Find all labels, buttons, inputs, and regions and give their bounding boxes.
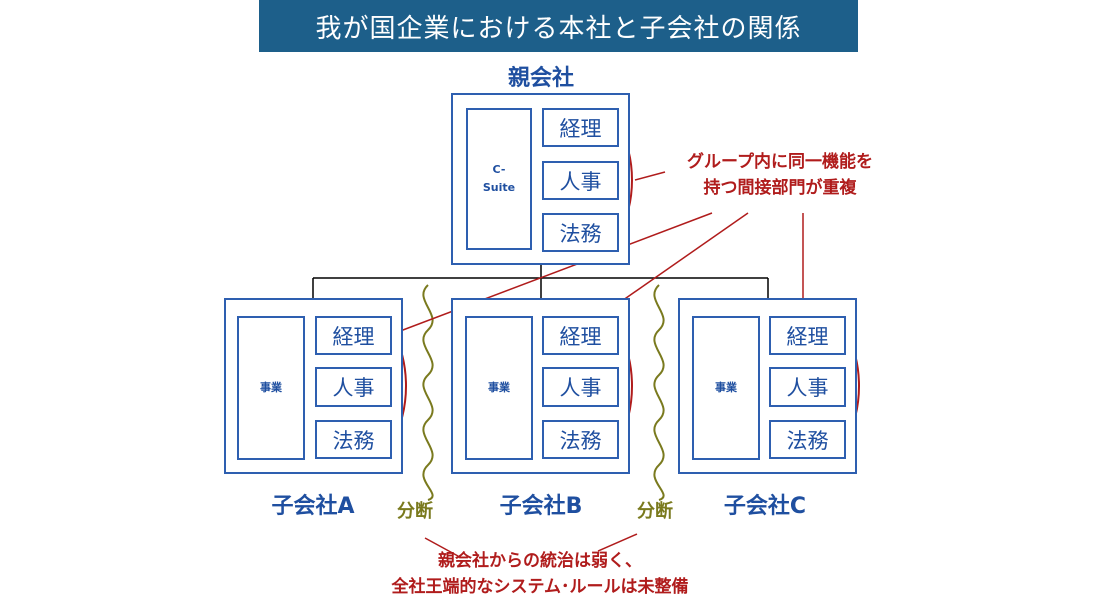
split-squiggle-2 [653, 284, 665, 501]
split-label-1: 分断 [397, 501, 433, 522]
governance-callout-line-1: 親会社からの統治は弱く、 [438, 551, 642, 571]
subsidiary-a-box: 事業 経理 人事 法務 [224, 298, 403, 474]
governance-callout: 親会社からの統治は弱く、 全社王端的なシステム･ルールは未整備 [340, 548, 740, 600]
duplication-callout-line-2: 持つ間接部門が重複 [703, 178, 857, 198]
subsidiary-a-label: 子会社A [271, 494, 355, 519]
subsidiary-b-unit-box: 事業 [465, 316, 533, 460]
subsidiary-b-box: 事業 経理 人事 法務 [451, 298, 630, 474]
c-suite-label: C-Suite [482, 163, 516, 194]
parent-company-box: C-Suite 経理 人事 法務 [451, 93, 630, 265]
parent-company-label: 親会社 [507, 66, 574, 91]
subsidiary-c-dept-hr: 人事 [769, 367, 846, 407]
parent-dept-legal: 法務 [542, 213, 619, 252]
callout-line-split-2 [597, 533, 638, 552]
subsidiary-c-label: 子会社C [723, 494, 807, 519]
diagram-title: 我が国企業における本社と子会社の関係 [259, 0, 858, 52]
governance-callout-line-2: 全社王端的なシステム･ルールは未整備 [391, 577, 689, 597]
duplication-callout-line-1: グループ内に同一機能を [687, 152, 873, 172]
subsidiary-c-box: 事業 経理 人事 法務 [678, 298, 857, 474]
subsidiary-c-unit-box: 事業 [692, 316, 760, 460]
subsidiary-b-label: 子会社B [499, 494, 583, 519]
subsidiary-c-dept-accounting: 経理 [769, 316, 846, 355]
subsidiary-b-dept-hr: 人事 [542, 367, 619, 407]
c-suite-box: C-Suite [466, 108, 532, 250]
callout-line-sub-a [394, 212, 713, 334]
subsidiary-c-dept-legal: 法務 [769, 420, 846, 459]
subsidiary-b-dept-legal: 法務 [542, 420, 619, 459]
duplication-callout: グループ内に同一機能を 持つ間接部門が重複 [660, 149, 900, 201]
subsidiary-a-dept-legal: 法務 [315, 420, 392, 459]
callout-line-parent [634, 171, 666, 181]
parent-dept-accounting: 経理 [542, 108, 619, 147]
subsidiary-a-dept-accounting: 経理 [315, 316, 392, 355]
subsidiary-a-dept-hr: 人事 [315, 367, 392, 407]
parent-dept-hr: 人事 [542, 161, 619, 200]
callout-line-sub-b [605, 212, 749, 313]
split-label-2: 分断 [637, 501, 673, 522]
subsidiary-a-unit-box: 事業 [237, 316, 305, 460]
callout-line-split-1 [424, 537, 459, 557]
subsidiary-b-dept-accounting: 経理 [542, 316, 619, 355]
split-squiggle-1 [422, 284, 434, 501]
